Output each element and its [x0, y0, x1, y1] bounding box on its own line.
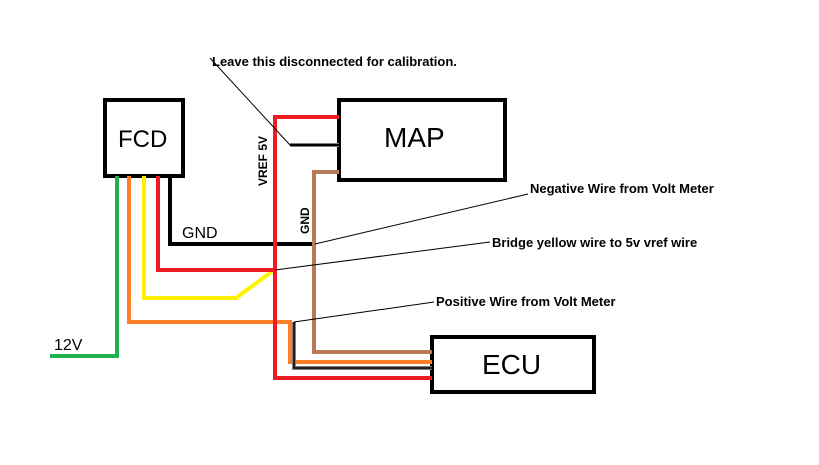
wire-red-vref — [273, 115, 432, 380]
wire-gray-ecu-core — [293, 322, 432, 369]
wire-green-12v — [50, 176, 119, 358]
wire-orange — [127, 176, 432, 364]
pointer-negative-wire — [314, 193, 529, 245]
annotation-positive-wire: Positive Wire from Volt Meter — [436, 294, 616, 309]
annotation-leave-disconnected: Leave this disconnected for calibration. — [212, 54, 457, 69]
map-box — [337, 98, 507, 182]
gnd-fcd-label: GND — [182, 225, 218, 242]
vref-label: VREF 5V — [256, 136, 270, 186]
wire-brown-gnd — [312, 170, 432, 354]
fcd-label: FCD — [118, 126, 167, 153]
ecu-label: ECU — [482, 349, 541, 380]
annotation-negative-wire: Negative Wire from Volt Meter — [530, 181, 714, 196]
pointer-positive-wire — [293, 301, 435, 323]
annotation-bridge-yellow: Bridge yellow wire to 5v vref wire — [492, 235, 697, 250]
wire-black-gnd-fcd — [168, 176, 315, 246]
map-label: MAP — [384, 122, 445, 153]
pointer-leave-disconnected — [209, 57, 291, 146]
twelve-v-label: 12V — [54, 337, 83, 354]
ecu-box — [430, 335, 596, 394]
wire-yellow — [142, 176, 276, 300]
gnd-vertical-label: GND — [298, 207, 312, 234]
pointer-bridge-yellow — [274, 241, 491, 271]
wire-red-fcd — [156, 176, 275, 272]
